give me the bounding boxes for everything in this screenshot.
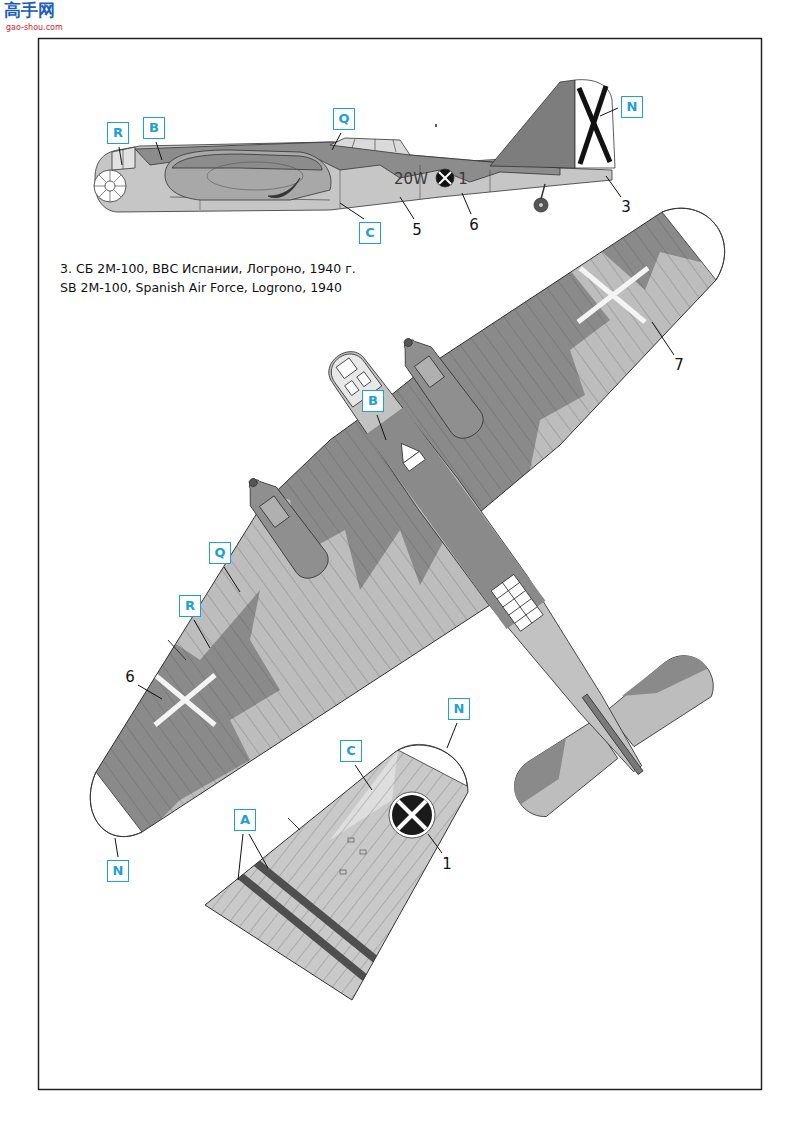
leader-lines: [115, 108, 674, 880]
callout-letter: Q: [338, 112, 349, 126]
callout-letter-box: N: [621, 96, 643, 118]
callout-letter-box: C: [340, 740, 362, 762]
callout-letter-box: B: [362, 390, 384, 412]
aircraft-code: 20W: [394, 172, 428, 187]
callout-letter-box: C: [359, 222, 381, 244]
callout-letter-box: R: [179, 595, 201, 617]
callout-letter: N: [627, 100, 638, 114]
callout-letter-box: N: [448, 698, 470, 720]
watermark-url: gao-shou.com: [6, 24, 63, 32]
callout-letter: R: [113, 126, 123, 140]
callout-number: 1: [442, 857, 452, 872]
callout-letter-box: Q: [333, 108, 355, 130]
callout-letter: B: [149, 121, 159, 135]
callout-number: 3: [621, 200, 631, 215]
callout-letter: R: [185, 599, 195, 613]
callout-letter: N: [113, 864, 124, 878]
callout-number: 7: [674, 358, 684, 373]
callout-letter-box: N: [107, 860, 129, 882]
lower-wing-view: [150, 700, 550, 1030]
callout-number: 6: [125, 670, 135, 685]
callout-letter-box: B: [143, 117, 165, 139]
callout-letter-box: Q: [209, 542, 231, 564]
callout-letter: Q: [214, 546, 225, 560]
side-view: [94, 80, 615, 212]
aircraft-code: 1: [458, 172, 468, 187]
callout-letter: B: [368, 394, 378, 408]
callout-number: 5: [412, 223, 422, 238]
watermark: 高手网: [4, 2, 55, 19]
callout-letter: C: [346, 744, 356, 758]
profile-caption: SB 2M-100, Spanish Air Force, Logrono, 1…: [60, 280, 342, 295]
callout-letter-box: R: [107, 122, 129, 144]
callout-letter-box: A: [234, 809, 256, 831]
callout-letter: N: [454, 702, 465, 716]
profile-title: 3. СБ 2М-100, ВВС Испании, Логроно, 1940…: [60, 261, 356, 276]
callout-number: 6: [469, 218, 479, 233]
callout-letter: A: [240, 813, 250, 827]
callout-letter: C: [365, 226, 375, 240]
